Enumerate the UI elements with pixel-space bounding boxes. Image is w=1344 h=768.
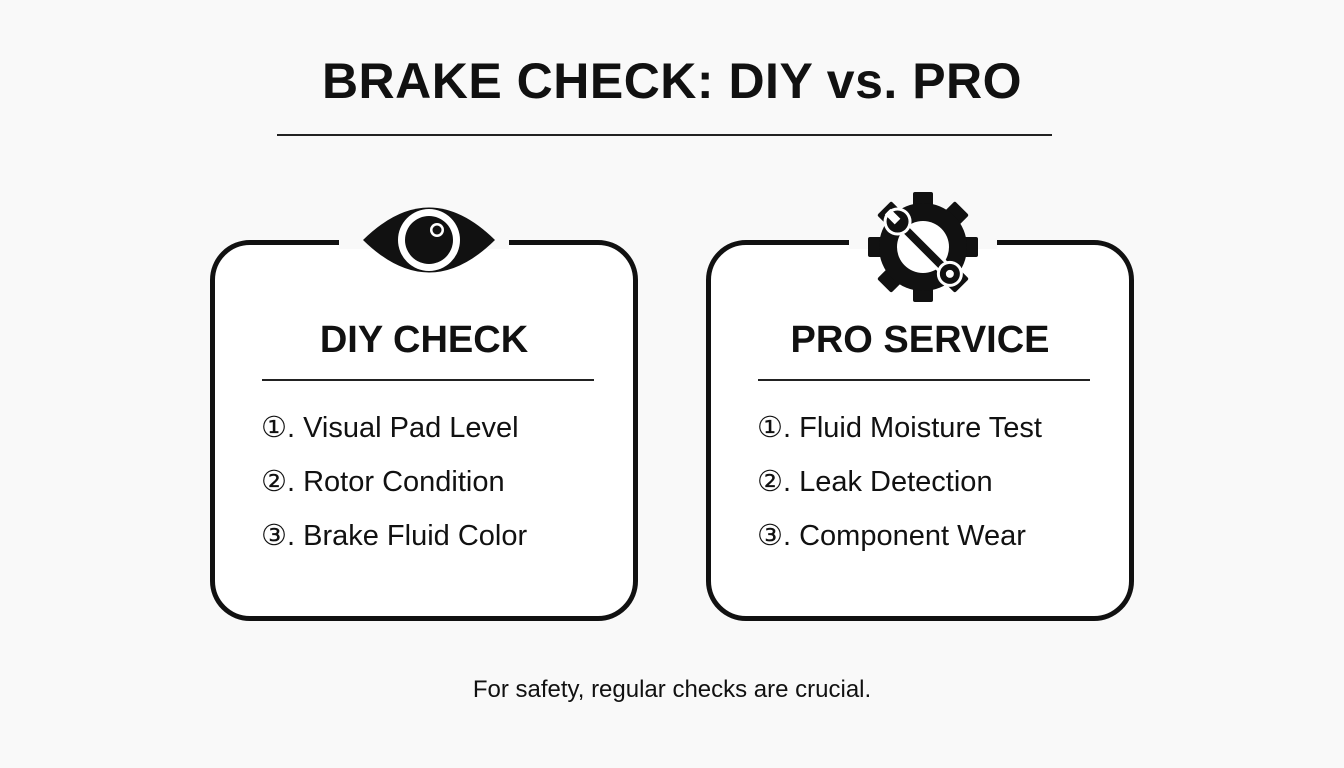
gear-wrench-icon bbox=[868, 192, 978, 302]
card-divider bbox=[262, 379, 594, 381]
eye-icon bbox=[363, 207, 495, 273]
check-list: ①. Visual Pad Level ②. Rotor Condition ③… bbox=[261, 409, 527, 571]
card-title: DIY CHECK bbox=[319, 319, 529, 361]
card-divider bbox=[758, 379, 1090, 381]
footer-note: For safety, regular checks are crucial. bbox=[472, 676, 872, 703]
card-title: PRO SERVICE bbox=[790, 319, 1050, 361]
list-item: ②. Rotor Condition bbox=[261, 466, 505, 498]
list-item: ②. Leak Detection bbox=[757, 466, 993, 498]
service-list: ①. Fluid Moisture Test ②. Leak Detection… bbox=[757, 409, 1042, 571]
pro-service-card: PRO SERVICE ①. Fluid Moisture Test ②. Le… bbox=[706, 192, 1134, 621]
title-divider bbox=[277, 134, 1052, 136]
list-item: ①. Fluid Moisture Test bbox=[757, 412, 1042, 444]
list-item: ③. Brake Fluid Color bbox=[261, 520, 528, 552]
diy-check-card: DIY CHECK ①. Visual Pad Level ②. Rotor C… bbox=[210, 207, 638, 621]
list-item: ①. Visual Pad Level bbox=[261, 412, 519, 444]
page-title: BRAKE CHECK: DIY vs. PRO bbox=[321, 53, 1023, 109]
list-item: ③. Component Wear bbox=[757, 520, 1026, 552]
